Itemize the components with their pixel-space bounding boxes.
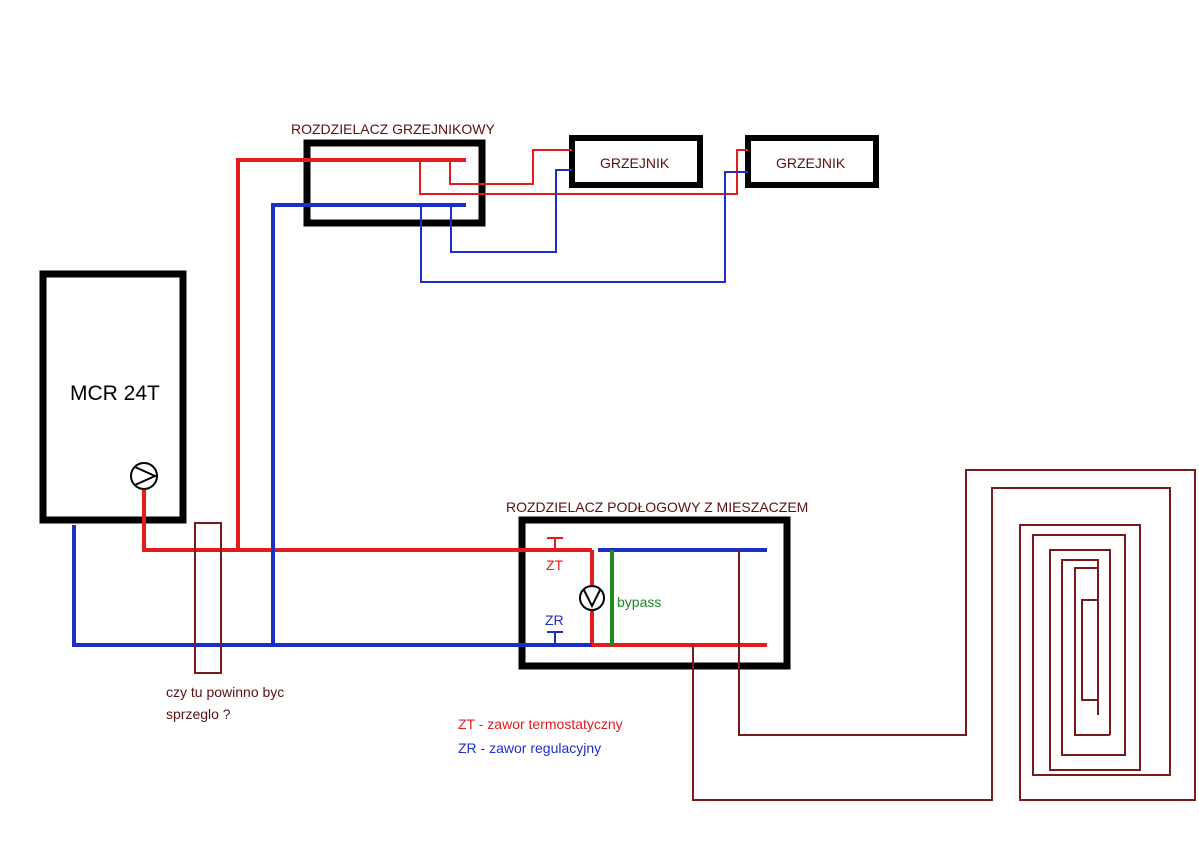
separator-box [194, 522, 222, 674]
pump-icon [130, 462, 158, 490]
boiler: MCR 24T [39, 270, 187, 524]
radiator-supply-lines [419, 149, 748, 195]
legend-zr: ZR - zawor regulacyjny [458, 740, 601, 756]
supply-pipes [142, 158, 767, 647]
boiler-label: MCR 24T [70, 382, 160, 405]
floor-pump-icon [579, 585, 605, 611]
radiator-1-label: GRZEJNIK [600, 155, 670, 171]
radiator-return-lines [420, 169, 748, 283]
question-line2: sprzeglo ? [166, 706, 231, 722]
radiator-manifold: ROZDZIELACZ GRZEJNIKOWY [291, 121, 495, 227]
floor-heating-loop [692, 469, 1196, 801]
zt-label: ZT [546, 557, 564, 573]
floor-manifold: ROZDZIELACZ PODŁOGOWY Z MIESZACZEM [506, 499, 808, 670]
radiator-2: GRZEJNIK [745, 135, 879, 188]
radiator-2-label: GRZEJNIK [776, 155, 846, 171]
zr-label: ZR [545, 612, 564, 628]
question-line1: czy tu powinno byc [166, 684, 284, 700]
radiator-manifold-label: ROZDZIELACZ GRZEJNIKOWY [291, 121, 495, 137]
radiator-1: GRZEJNIK [569, 135, 703, 188]
legend-zt: ZT - zawor termostatyczny [458, 716, 623, 732]
floor-manifold-label: ROZDZIELACZ PODŁOGOWY Z MIESZACZEM [506, 499, 808, 515]
zt-valve: ZT [546, 537, 564, 573]
bypass-label: bypass [617, 594, 661, 610]
zr-valve: ZR [545, 612, 564, 645]
